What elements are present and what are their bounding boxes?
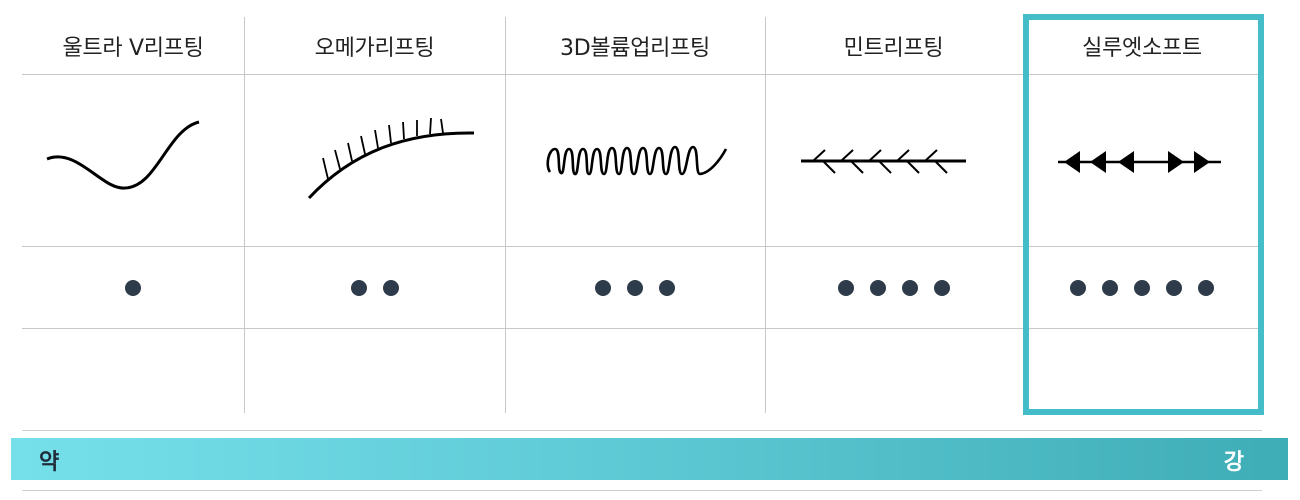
comparison-table: 울트라 V리프팅 오메가리프팅 3D볼륨업리프팅 — [22, 17, 1262, 413]
column-divider — [765, 17, 766, 413]
column-divider — [244, 17, 245, 413]
column-title-3d-volume: 3D볼륨업리프팅 — [560, 36, 710, 61]
column-divider — [505, 17, 506, 413]
strength-dots — [244, 247, 505, 329]
column-title-silhouette-soft: 실루엣소프트 — [1082, 36, 1202, 61]
barbed-arc-thread-icon — [244, 75, 505, 247]
strength-dot — [933, 280, 950, 296]
scale-bottom-divider — [22, 490, 1262, 491]
wave-thread-icon — [22, 75, 244, 247]
strength-dot — [1134, 280, 1150, 296]
strength-dots — [22, 247, 244, 329]
coil-thread-icon — [505, 75, 765, 247]
strength-dot — [125, 280, 141, 296]
scale-top-divider — [22, 430, 1262, 431]
cog-thread-icon — [765, 75, 1022, 247]
strength-dot — [627, 280, 643, 296]
strength-dot — [382, 280, 399, 296]
strength-dot — [659, 280, 675, 296]
strength-dot — [350, 280, 367, 296]
strength-dot — [1102, 280, 1118, 296]
scale-weak-label: 약 — [39, 450, 60, 475]
row-divider — [22, 74, 1262, 75]
column-title-ultra-v: 울트라 V리프팅 — [62, 36, 204, 61]
column-title-omega: 오메가리프팅 — [314, 36, 435, 61]
cone-thread-icon — [1022, 75, 1262, 247]
row-divider — [22, 246, 1262, 247]
strength-dot — [1198, 280, 1214, 296]
strength-dot — [837, 280, 854, 296]
strength-dots — [505, 247, 765, 329]
scale-strong-label: 강 — [1223, 450, 1244, 475]
column-title-mint: 민트리프팅 — [843, 36, 944, 61]
strength-dot — [1166, 280, 1182, 296]
row-divider — [22, 328, 1262, 329]
strength-dot — [595, 280, 611, 296]
strength-dots — [1022, 247, 1262, 329]
strength-dot — [869, 280, 886, 296]
strength-dot — [901, 280, 918, 296]
strength-dots — [765, 247, 1022, 329]
strength-dot — [1070, 280, 1086, 296]
strength-scale-bar — [11, 438, 1288, 480]
